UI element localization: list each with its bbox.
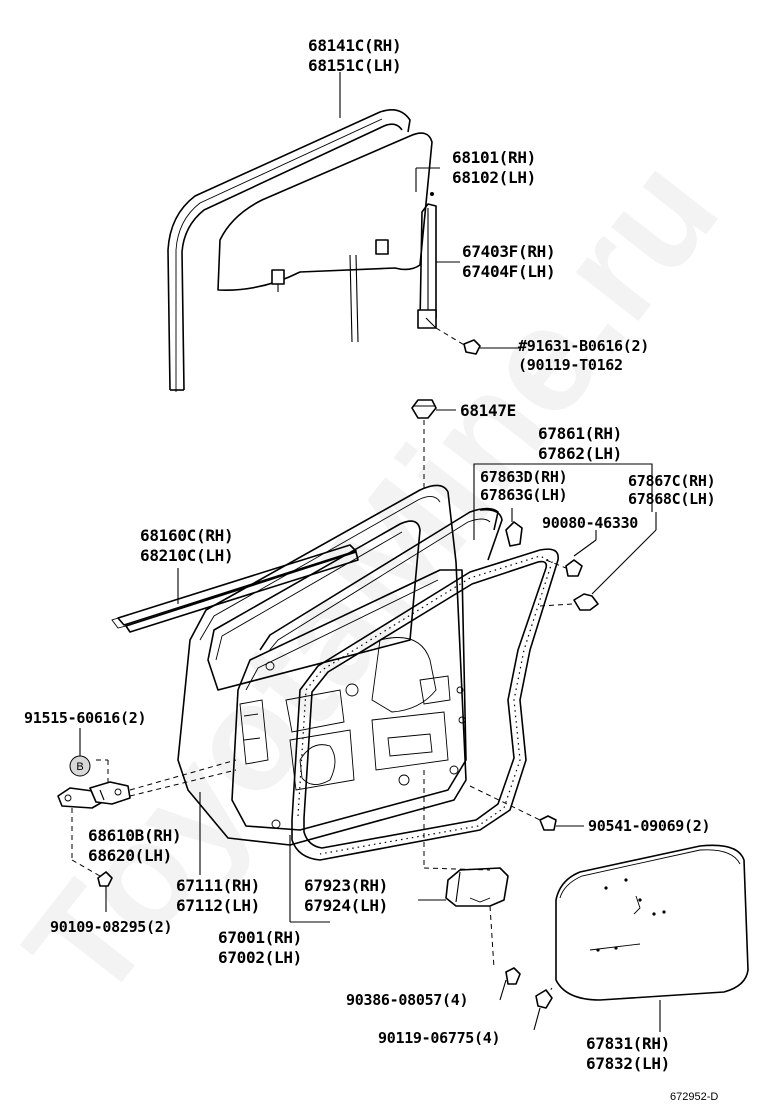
- bolt-90541: [469, 785, 584, 831]
- label-90119-t0162: (90119-T0162: [518, 356, 623, 374]
- leader-hinge-to-door: [129, 759, 237, 791]
- label-90109: 90109-08295(2): [50, 918, 172, 936]
- label-67832: 67832(LH): [586, 1054, 670, 1073]
- b-marker: B: [69, 755, 91, 777]
- retainer-67863d: [505, 508, 523, 547]
- label-67862: 67862(LH): [538, 444, 622, 463]
- label-67111: 67111(RH): [176, 876, 260, 895]
- svg-text:B: B: [76, 761, 83, 773]
- label-67863d: 67863D(RH): [480, 468, 567, 486]
- label-68101: 68101(RH): [452, 148, 536, 167]
- label-68147e: 68147E: [460, 401, 516, 420]
- label-67867c: 67867C(RH): [628, 472, 715, 490]
- bolt-90109: [97, 871, 113, 912]
- label-90386: 90386-08057(4): [346, 991, 468, 1009]
- leader-67861: [473, 463, 653, 540]
- door-panel-67001: [177, 484, 503, 846]
- label-67112: 67112(LH): [176, 896, 260, 915]
- screw-90119: [533, 987, 553, 1031]
- bolt-91631: [435, 327, 520, 355]
- clip-68147e: [411, 399, 456, 488]
- belt-molding-68160c: [111, 544, 359, 633]
- label-68620: 68620(LH): [88, 846, 172, 865]
- label-67831: 67831(RH): [586, 1034, 670, 1053]
- label-67923: 67923(RH): [304, 876, 388, 895]
- label-67403f: 67403F(RH): [462, 242, 555, 261]
- figure-code: 672952-D: [670, 1091, 718, 1103]
- label-68151c: 68151C(LH): [308, 56, 401, 75]
- label-68160c: 68160C(RH): [140, 526, 233, 545]
- label-68210c: 68210C(LH): [140, 546, 233, 565]
- glass-run-68141c: [167, 109, 411, 392]
- door-glass-68101: [217, 132, 433, 343]
- label-67001: 67001(RH): [218, 928, 302, 947]
- label-90541: 90541-09069(2): [588, 817, 710, 835]
- label-90119-06775: 90119-06775(4): [378, 1029, 500, 1047]
- label-67868c: 67868C(LH): [628, 490, 715, 508]
- label-68102: 68102(LH): [452, 168, 536, 187]
- clip-90386: [499, 967, 521, 1001]
- trim-board-67831: [555, 844, 749, 1001]
- label-67861: 67861(RH): [538, 424, 622, 443]
- label-68610b: 68610B(RH): [88, 826, 181, 845]
- label-67002: 67002(LH): [218, 948, 302, 967]
- label-67863g: 67863G(LH): [480, 486, 567, 504]
- label-90080: 90080-46330: [542, 514, 638, 532]
- clip-90080: [545, 530, 597, 577]
- label-67404f: 67404F(LH): [462, 262, 555, 281]
- label-91515: 91515-60616(2): [24, 709, 146, 727]
- label-91631: #91631-B0616(2): [518, 337, 649, 355]
- division-bar-67403f: [417, 203, 437, 329]
- label-68141c: 68141C(RH): [308, 36, 401, 55]
- clip-67867c: [539, 512, 657, 611]
- hinge-68610b: [57, 781, 131, 809]
- label-67924: 67924(LH): [304, 896, 388, 915]
- pad-67923: [418, 867, 509, 907]
- weatherstrip-67861: [291, 548, 559, 861]
